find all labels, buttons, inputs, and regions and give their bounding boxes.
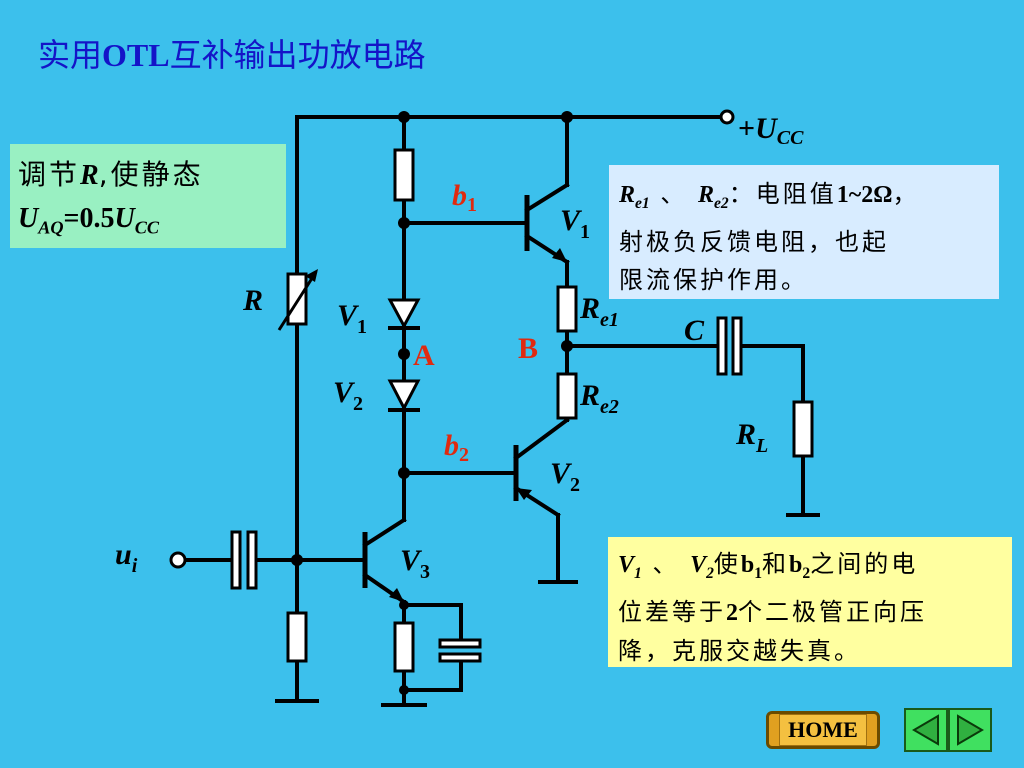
node-b-label: B xyxy=(518,332,538,365)
input-label: ui xyxy=(115,538,138,577)
node-a-label: A xyxy=(413,339,435,372)
note-line: 调节R,使静态 xyxy=(18,158,204,191)
next-slide-button[interactable] xyxy=(948,708,992,752)
q1-label: V1 xyxy=(560,204,590,243)
b1-label: b1 xyxy=(452,179,477,216)
note-emitter-resistors: Re1 、 Re2：电阻值1~2Ω， 射极负反馈电阻，也起 限流保护作用。 xyxy=(609,165,999,299)
prev-slide-button[interactable] xyxy=(904,708,948,752)
supply-label: +UCC xyxy=(738,112,804,149)
q2-label: V2 xyxy=(550,457,580,496)
q3-label: V3 xyxy=(400,544,430,583)
title-part: OTL xyxy=(102,37,170,73)
title-part: 实用 xyxy=(38,36,103,74)
page-title: 实用OTL互补输出功放电路 xyxy=(38,30,426,76)
title-part: 互补输出功放电路 xyxy=(169,36,426,74)
note-crossover: V1 、 V2使b1和b2之间的电 位差等于2个二极管正向压 降，克服交越失真。 xyxy=(608,537,1012,667)
note-line: 降，克服交越失真。 xyxy=(618,636,861,665)
note-bias-adjust: 调节R,使静态 UAQ=0.5UCC xyxy=(10,144,286,248)
re2-label: Re2 xyxy=(579,379,619,418)
triangle-right-icon xyxy=(957,714,984,746)
note-line: Re1 、 Re2：电阻值1~2Ω， xyxy=(619,180,920,212)
re1-label: Re1 xyxy=(579,292,619,331)
b2-label: b2 xyxy=(444,429,469,466)
note-line: 射极负反馈电阻，也起 xyxy=(619,227,889,256)
note-line: 位差等于2个二极管正向压 xyxy=(618,597,927,626)
note-line: UAQ=0.5UCC xyxy=(18,203,159,238)
home-button[interactable]: HOME xyxy=(766,711,880,749)
d1-label: V1 xyxy=(337,299,367,338)
note-line: V1 、 V2使b1和b2之间的电 xyxy=(618,550,919,582)
d2-label: V2 xyxy=(333,376,363,415)
home-button-label: HOME xyxy=(779,714,867,746)
rl-label: RL xyxy=(735,418,768,457)
c-label: C xyxy=(684,314,705,347)
note-line: 限流保护作用。 xyxy=(619,265,808,294)
r-label: R xyxy=(242,284,263,317)
triangle-left-icon xyxy=(912,714,939,746)
